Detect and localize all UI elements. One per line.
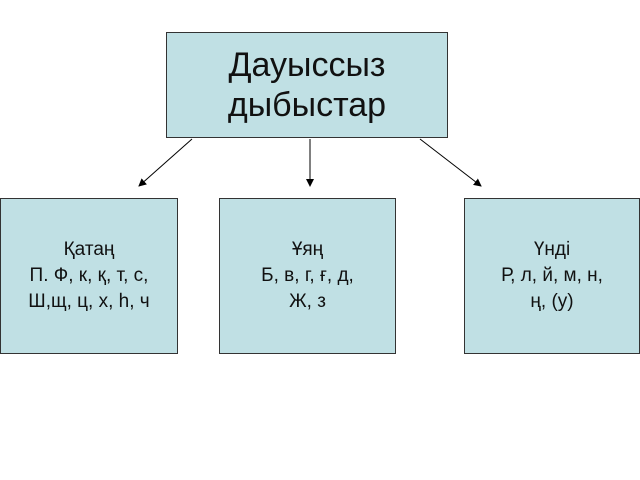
arrow-to-qatan bbox=[138, 138, 193, 187]
node-sonorant-title: Үнді bbox=[533, 239, 571, 260]
root-title-line-1: Дауыссыз bbox=[228, 46, 386, 84]
node-voiced-title: Ұяң bbox=[291, 239, 324, 260]
node-sonorant-line-2: Р, л, й, м, н, bbox=[501, 265, 603, 286]
node-voiceless: Қатаң П. Ф, к, қ, т, с, Ш,щ, ц, х, һ, ч bbox=[0, 198, 178, 354]
node-sonorant: Үнді Р, л, й, м, н, ң, (у) bbox=[464, 198, 640, 354]
node-voiceless-line-2: П. Ф, к, қ, т, с, bbox=[29, 265, 149, 286]
node-voiceless-title: Қатаң bbox=[63, 239, 115, 260]
node-voiced: Ұяң Б, в, г, ғ, д, Ж, з bbox=[219, 198, 396, 354]
node-voiced-line-3: Ж, з bbox=[289, 291, 326, 312]
arrow-to-undi bbox=[419, 138, 482, 187]
node-sonorant-line-3: ң, (у) bbox=[530, 291, 574, 312]
node-voiceless-line-3: Ш,щ, ц, х, һ, ч bbox=[28, 291, 150, 312]
root-node-consonants: Дауыссыз дыбыстар bbox=[166, 32, 448, 138]
node-voiced-line-2: Б, в, г, ғ, д, bbox=[261, 265, 354, 286]
root-title-line-2: дыбыстар bbox=[227, 86, 387, 124]
